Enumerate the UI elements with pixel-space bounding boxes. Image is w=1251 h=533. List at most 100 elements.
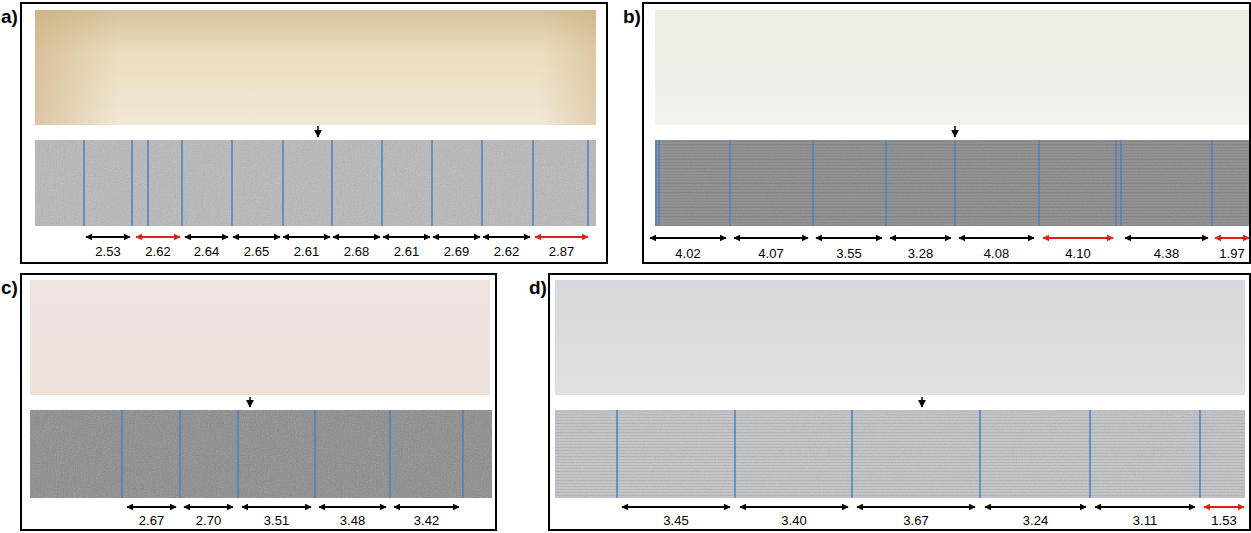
chain-line bbox=[389, 410, 391, 498]
chain-line bbox=[1089, 410, 1091, 498]
distance-value: 2.67 bbox=[139, 513, 164, 528]
chain-line bbox=[812, 140, 814, 226]
processed-strip bbox=[655, 140, 1251, 226]
chain-line bbox=[481, 140, 483, 226]
distance-arrow bbox=[127, 506, 176, 508]
distance-arrow bbox=[1043, 237, 1113, 239]
chain-line bbox=[1115, 140, 1117, 226]
panel-letter: d) bbox=[529, 277, 547, 299]
distance-value: 2.64 bbox=[194, 244, 219, 259]
chain-line bbox=[462, 410, 464, 498]
strip-lines bbox=[555, 410, 1245, 498]
distance-arrow bbox=[383, 236, 430, 238]
figure-panel: d) bbox=[548, 273, 1251, 531]
distance-value: 4.38 bbox=[1154, 246, 1179, 261]
manuscript-photo bbox=[555, 280, 1245, 395]
processed-strip bbox=[555, 410, 1245, 498]
distance-arrow bbox=[650, 237, 726, 239]
figure-panel: b) bbox=[642, 2, 1251, 264]
chain-line bbox=[147, 140, 149, 226]
distance-arrow bbox=[483, 236, 530, 238]
distance-value: 3.55 bbox=[836, 246, 861, 261]
distance-value: 3.42 bbox=[414, 513, 439, 528]
chain-line bbox=[1038, 140, 1040, 226]
distance-value: 1.53 bbox=[1211, 513, 1236, 528]
distance-arrow bbox=[394, 506, 459, 508]
distance-value: 2.69 bbox=[444, 244, 469, 259]
chain-line bbox=[1211, 140, 1213, 226]
chain-line bbox=[331, 140, 333, 226]
distance-value: 4.10 bbox=[1065, 246, 1090, 261]
chain-line bbox=[655, 140, 657, 226]
distance-value: 3.40 bbox=[781, 513, 806, 528]
chain-line bbox=[381, 140, 383, 226]
chain-line bbox=[83, 140, 85, 226]
distance-arrow bbox=[890, 237, 951, 239]
chain-line bbox=[314, 410, 316, 498]
chain-line bbox=[431, 140, 433, 226]
distance-arrow bbox=[185, 236, 228, 238]
down-arrow bbox=[921, 397, 923, 407]
manuscript-photo bbox=[30, 280, 490, 395]
chain-line bbox=[851, 410, 853, 498]
distance-value: 3.24 bbox=[1023, 513, 1048, 528]
distance-value: 4.08 bbox=[984, 246, 1009, 261]
distance-value: 1.97 bbox=[1219, 246, 1244, 261]
manuscript-photo bbox=[35, 10, 596, 125]
distance-arrow bbox=[1215, 237, 1249, 239]
down-arrow bbox=[954, 126, 956, 137]
distance-value: 2.65 bbox=[244, 244, 269, 259]
processed-strip bbox=[35, 140, 596, 226]
panel-letter: a) bbox=[1, 6, 18, 28]
distance-value: 3.51 bbox=[264, 513, 289, 528]
distance-value: 4.02 bbox=[675, 246, 700, 261]
distance-value: 3.28 bbox=[908, 246, 933, 261]
distance-arrow bbox=[622, 506, 730, 508]
distance-value: 2.62 bbox=[145, 244, 170, 259]
distance-arrow bbox=[283, 236, 330, 238]
chain-line bbox=[179, 410, 181, 498]
distance-value: 2.87 bbox=[549, 244, 574, 259]
distance-arrow bbox=[959, 237, 1034, 239]
distance-arrow bbox=[535, 236, 588, 238]
distance-arrow bbox=[734, 237, 808, 239]
distance-arrow bbox=[985, 506, 1086, 508]
distance-value: 3.11 bbox=[1133, 513, 1157, 528]
distance-value: 2.61 bbox=[294, 244, 319, 259]
distance-arrow bbox=[433, 236, 480, 238]
distance-arrow bbox=[816, 237, 882, 239]
chain-line bbox=[1120, 140, 1122, 226]
distance-arrow bbox=[184, 506, 233, 508]
photo-stain bbox=[35, 10, 596, 125]
distance-arrow bbox=[1204, 506, 1244, 508]
distance-value: 2.68 bbox=[344, 244, 369, 259]
chain-line bbox=[587, 140, 589, 226]
distance-arrow bbox=[857, 506, 975, 508]
panel-letter: c) bbox=[1, 277, 18, 299]
distance-value: 3.67 bbox=[903, 513, 928, 528]
chain-line bbox=[181, 140, 183, 226]
distance-arrow bbox=[319, 506, 386, 508]
chain-line bbox=[282, 140, 284, 226]
chain-line bbox=[979, 410, 981, 498]
distance-arrow bbox=[242, 506, 311, 508]
chain-line bbox=[1199, 410, 1201, 498]
chain-line bbox=[237, 410, 239, 498]
strip-texture bbox=[655, 140, 1251, 226]
strip-lines bbox=[655, 140, 1251, 226]
distance-value: 3.45 bbox=[663, 513, 688, 528]
chain-line bbox=[729, 140, 731, 226]
processed-strip bbox=[30, 410, 492, 498]
distance-arrow bbox=[740, 506, 848, 508]
distance-value: 2.70 bbox=[196, 513, 221, 528]
distance-arrow bbox=[136, 236, 180, 238]
distance-value: 3.48 bbox=[340, 513, 365, 528]
distance-value: 4.07 bbox=[758, 246, 783, 261]
distance-arrow bbox=[86, 236, 130, 238]
distance-value: 2.62 bbox=[494, 244, 519, 259]
strip-texture bbox=[555, 410, 1245, 498]
down-arrow bbox=[249, 397, 251, 407]
panel-letter: b) bbox=[623, 6, 641, 28]
down-arrow bbox=[317, 126, 319, 137]
